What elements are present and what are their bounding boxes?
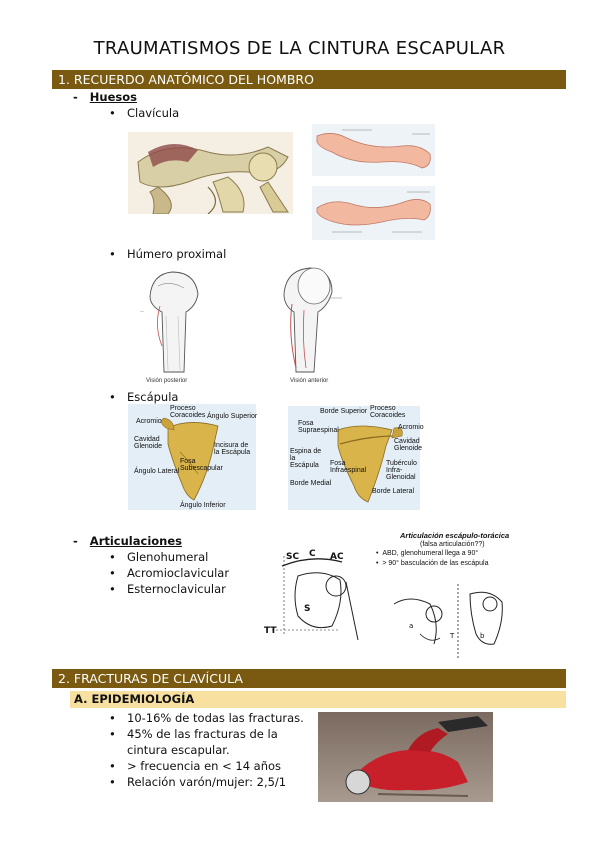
articulaciones-heading: - Articulaciones [73, 534, 183, 548]
humerus-caption-anterior: Visión anterior [290, 378, 329, 384]
scapula-label-cavidad-2: Cavidad Glenoide [394, 438, 423, 452]
scapula-label-angulo-lateral: Ángulo Lateral [134, 468, 180, 475]
escapulo-label-t: T [450, 632, 455, 640]
scapula-label-incisura: Incisura de la Escápula [214, 442, 251, 456]
scapula-label-acromio: Acromio [136, 418, 162, 425]
bullet-epi-1: 10-16% de todas las fracturas. [109, 711, 304, 725]
scapula-label-borde-medial: Borde Medial [290, 480, 332, 487]
escapulo-toracica-subtitle: (falsa articulación??) [420, 541, 485, 548]
scapula-anterior-figure [128, 404, 256, 510]
scapula-label-espina: Espina de la Escápula [290, 448, 322, 469]
scapula-label-fosa-subescapular: Fosa Subescapular [180, 458, 223, 472]
bullet-epi-3: > frecuencia en < 14 años [109, 759, 281, 773]
escapulo-toracica-sketch [393, 584, 503, 660]
humerus-anterior-figure [283, 267, 342, 373]
bullet-clavicula: Clavícula [109, 106, 179, 120]
escapulo-label-a: a [409, 622, 414, 630]
bullet-esternoclavicular: Esternoclavicular [109, 582, 226, 596]
svg-text:—: — [140, 308, 144, 313]
scapula-label-tuberculo: Tubérculo Infra-Glenoidal [386, 460, 417, 481]
bullet-escapula: Escápula [109, 390, 179, 404]
bullet-acromioclavicular: Acromioclavicular [109, 566, 229, 580]
joint-label-ac: AC [330, 552, 344, 562]
bullet-humero-proximal: Húmero proximal [109, 247, 226, 261]
scapula-label-acromio-2: Acromio [398, 424, 424, 431]
bullet-glenohumeral: Glenohumeral [109, 550, 208, 564]
bullet-epi-2: 45% de las fracturas de la cintura escap… [109, 726, 287, 758]
clavicle-inferior-figure [312, 186, 435, 240]
scapula-label-cavidad: Cavidad Glenoide [134, 436, 163, 450]
humerus-posterior-figure: — [140, 271, 199, 373]
scapula-posterior-figure [288, 406, 420, 510]
motorcycle-crash-photo [318, 712, 493, 802]
shoulder-joints-sketch [272, 556, 359, 641]
scapula-label-coracoides: Proceso Coracoides [170, 405, 206, 419]
escapulo-point-1: • ABD, glenohumeral llega a 90° [376, 550, 479, 557]
bullet-epi-4: Relación varón/mujer: 2,5/1 [109, 775, 286, 789]
huesos-label: Huesos [89, 90, 137, 104]
huesos-heading: - Huesos [73, 90, 137, 104]
scapula-label-angulo-superior: Ángulo Superior [207, 413, 258, 420]
escapulo-point-2: • > 90° basculación de las escápula [376, 560, 489, 567]
humerus-caption-posterior: Visión posterior [146, 378, 188, 384]
escapulo-toracica-title: Articulación escápulo-torácica [400, 531, 510, 540]
section-heading-1: 1. RECUERDO ANATÓMICO DEL HOMBRO [52, 70, 566, 89]
subsection-heading-a: A. EPIDEMIOLOGÍA [70, 691, 566, 708]
clavicle-superior-figure [312, 124, 435, 176]
scapula-label-coracoides-2: Proceso Coracoides [370, 405, 406, 419]
scapula-label-angulo-inferior: Ángulo Inferior [180, 502, 226, 509]
joint-label-tt: TT [264, 626, 277, 636]
joint-label-c: C [309, 549, 316, 559]
scapula-label-borde-superior: Borde Superior [320, 408, 368, 415]
joint-label-s: S [304, 604, 311, 614]
page-title: TRAUMATISMOS DE LA CINTURA ESCAPULAR [93, 38, 506, 59]
joint-label-sc: SC [286, 552, 300, 562]
section-heading-2: 2. FRACTURAS DE CLAVÍCULA [52, 669, 566, 688]
scapula-label-fosa-supraespinal: Fosa Supraespinal [298, 420, 339, 434]
escapulo-label-b: b [480, 632, 485, 640]
scapula-label-fosa-infraespinal: Fosa Infraespinal [330, 460, 367, 474]
shoulder-skeleton-figure [128, 132, 293, 214]
articulaciones-label: Articulaciones [89, 534, 183, 548]
scapula-label-borde-lateral: Borde Lateral [372, 488, 415, 495]
